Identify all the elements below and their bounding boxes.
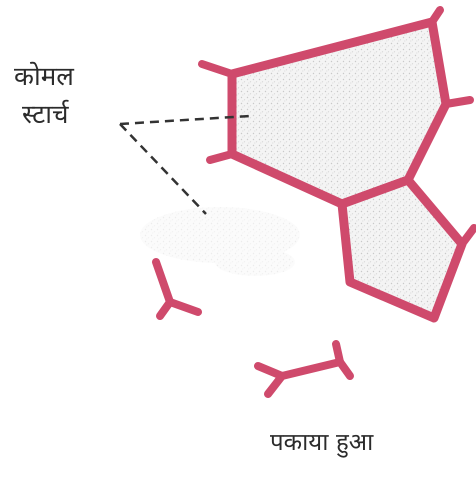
soft-starch-label-line1: कोमल xyxy=(14,62,74,92)
wall-stub xyxy=(432,10,440,22)
cell-upper xyxy=(202,10,470,204)
wall-stub xyxy=(202,64,232,74)
cell-lower-right xyxy=(342,180,474,318)
wall-fragment-left xyxy=(156,262,198,316)
leader-line-to-smudge xyxy=(120,124,206,214)
cooked-caption: पकाया हुआ xyxy=(270,428,373,456)
wall-stub xyxy=(462,228,474,244)
wall-stub xyxy=(210,154,232,160)
wall-fragment-bottom xyxy=(258,344,350,394)
dissolved-starch-smudge xyxy=(140,207,300,276)
soft-starch-label-line2: स्टार्च xyxy=(22,100,68,130)
wall-stub xyxy=(446,100,470,104)
